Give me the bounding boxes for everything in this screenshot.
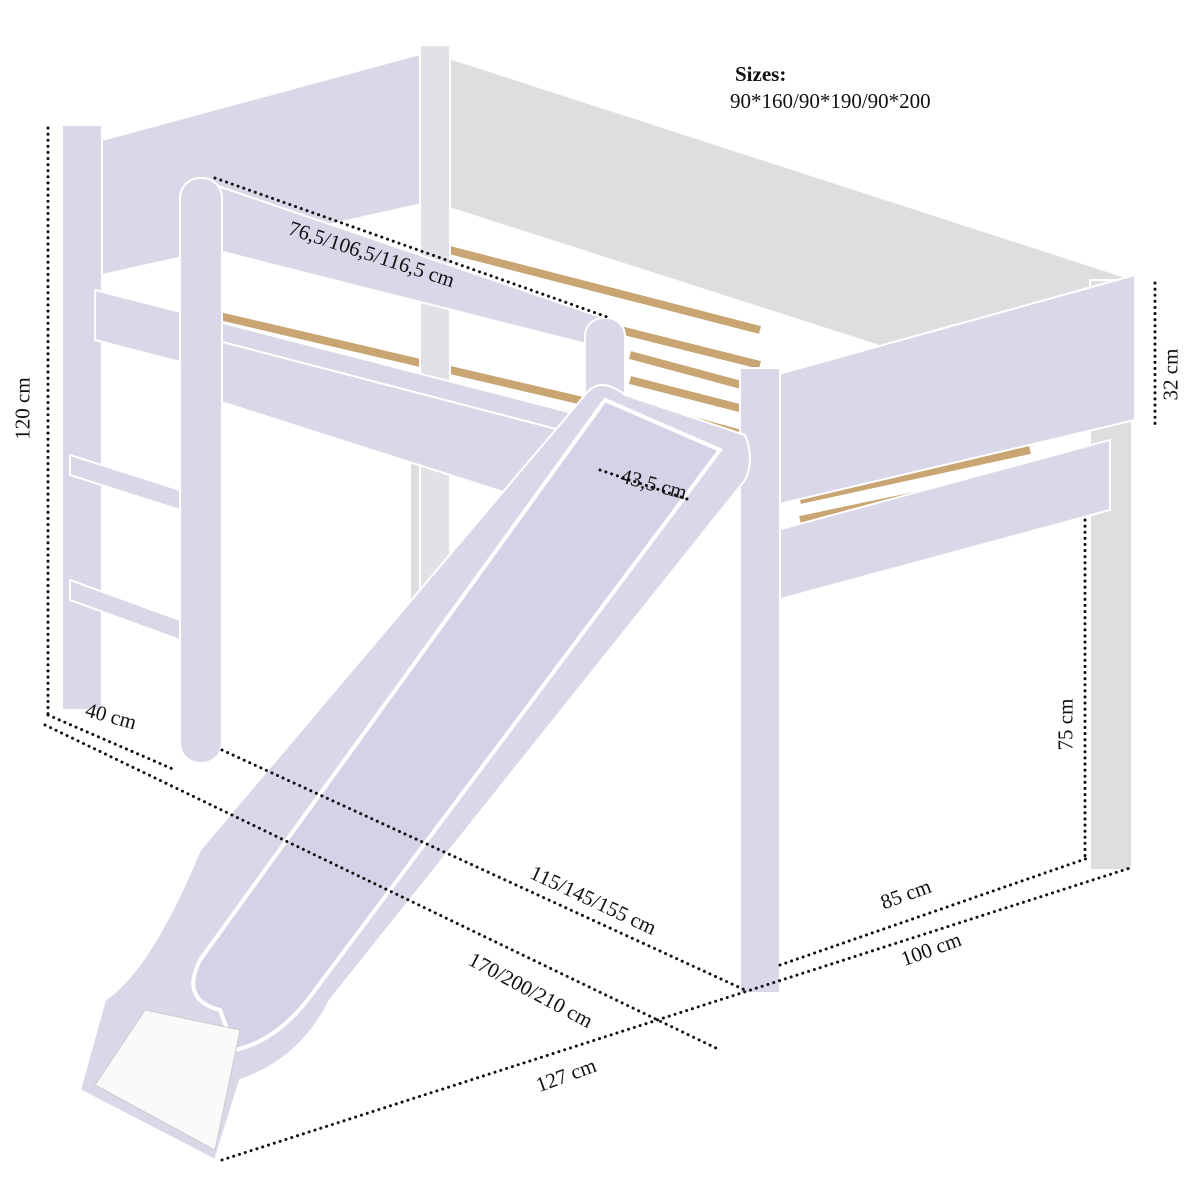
post-cap — [419, 44, 451, 646]
slide-bottom — [94, 1009, 241, 1151]
sizes-heading: Sizes: — [735, 62, 787, 86]
dimension-lines — [43, 126, 1157, 1162]
ladder-right-post — [179, 177, 223, 764]
total-height-label: 120 cm — [10, 377, 35, 440]
under-height-label: 75 cm — [1053, 698, 1078, 751]
sizes-values: 90*160/90*190/90*200 — [730, 89, 931, 113]
slide-lane — [191, 397, 724, 1053]
guard-height-label: 32 cm — [1158, 348, 1183, 401]
head-left-post — [61, 124, 103, 711]
